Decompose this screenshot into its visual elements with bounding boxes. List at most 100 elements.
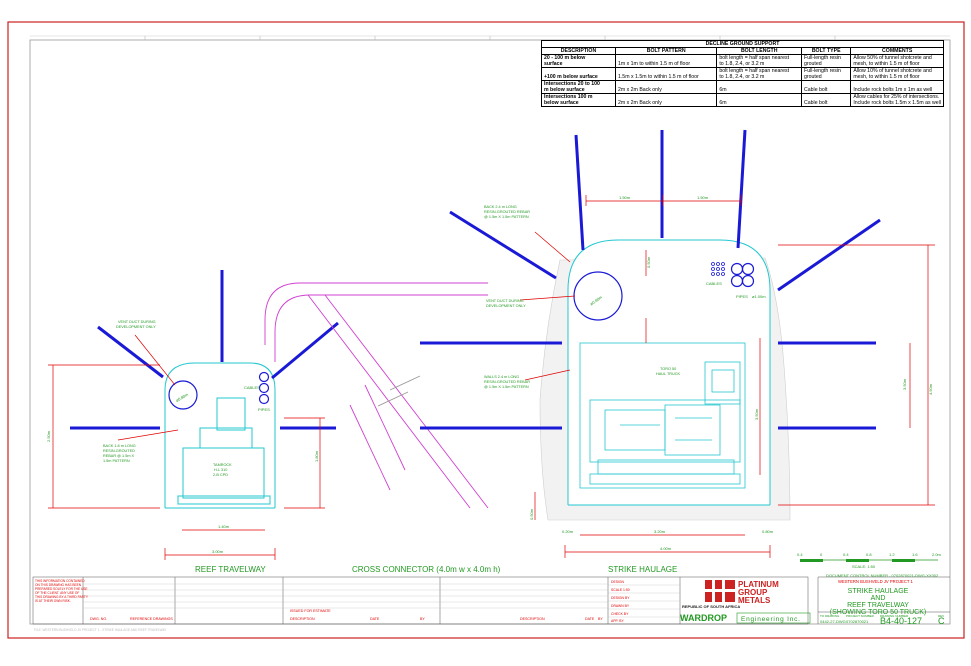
dim-floor-left: 0.20m <box>562 529 574 534</box>
dim-left-wall: 1.80m <box>314 450 319 462</box>
description-label-2: DESCRIPTION <box>520 617 545 621</box>
dim-side: 0.50m <box>529 508 534 520</box>
outer-frame <box>7 21 965 639</box>
project-number: 0702870021 <box>846 619 869 624</box>
walls-bolt-3: @ 1.5m X 1.5m PATTERN <box>484 385 529 389</box>
svg-text:1.6: 1.6 <box>912 552 918 557</box>
sign-design-by: DESIGN BY <box>611 596 630 600</box>
header-description: DESCRIPTION <box>541 47 616 55</box>
pipes-label-left: PIPES <box>258 407 270 412</box>
dim-spacing-2: 1.50m <box>697 195 709 200</box>
company-sub: Engineering Inc. <box>741 616 801 623</box>
dim-right-inner: 3.20m <box>654 529 666 534</box>
scale-bar: 0.4 0 0.4 0.8 1.2 1.6 2.0m SCALE: 1:50 <box>797 552 942 569</box>
dim-right-height: 4.50m <box>928 383 933 395</box>
dim-spacing-1: 1.50m <box>619 195 631 200</box>
table-header-row: DESCRIPTION BOLT PATTERN BOLT LENGTH BOL… <box>541 47 944 55</box>
doc-control-number: DOCUMENT CONTROL NUMBER - 0702870021-DWG… <box>826 573 939 578</box>
pipe-dia-right: ø1.00m <box>752 294 766 299</box>
reef-travelway-dimensions <box>48 334 325 560</box>
svg-text:0.4: 0.4 <box>797 552 803 557</box>
issued-label: ISSUED FOR ESTIMATE <box>290 609 331 613</box>
date-label-1: DATE <box>370 617 380 621</box>
confidential-2: ON THIS DRAWING HAS BEEN <box>35 583 82 587</box>
walls-bolt-2: RESIN-GROUTED REBAR <box>484 380 530 384</box>
svg-text:0: 0 <box>820 552 823 557</box>
vent-duct-left-2: DEVELOPMENT ONLY <box>116 325 156 329</box>
title-block <box>32 576 950 625</box>
revision: C <box>938 616 945 626</box>
sign-design: DESIGN <box>611 580 625 584</box>
confidential-3: PREPARED SOLELY FOR THE USE <box>35 587 88 591</box>
back-bolt-right-3: @ 1.5m X 1.5m PATTERN <box>484 215 529 219</box>
header-bolt-pattern: BOLT PATTERN <box>614 47 718 55</box>
back-bolt-right-2: RESIN-GROUTED REBAR <box>484 210 530 214</box>
project-title: WESTERN BUSHVELD JV PROJECT 1 <box>838 579 914 584</box>
confidential-1: THIS INFORMATION CONTAINED <box>35 579 85 583</box>
dim-left-inner: 1.40m <box>218 524 230 529</box>
cables-label-left: CABLES <box>244 385 260 390</box>
client-logo: PLATINUM GROUP METALS <box>705 580 779 605</box>
vent-duct-left-1: VENT DUCT DURING <box>118 320 156 324</box>
vent-duct-right-1: VENT DUCT DURING <box>486 299 524 303</box>
duct-dia-left: ø0.80m <box>175 392 190 403</box>
by-label-2: BY <box>598 617 603 621</box>
pipes-label-right: PIPES <box>736 294 748 299</box>
back-bolt-right-1: BACK 2.4 m LONG <box>484 205 517 209</box>
client-number: 0442-27-DWG <box>820 619 846 624</box>
reference-label: REFERENCE DRAWINGS <box>130 617 173 621</box>
company-name: WARDROP <box>680 613 727 623</box>
drawing-title-2: AND <box>871 595 886 602</box>
vent-duct-right-2: DEVELOPMENT ONLY <box>486 304 526 308</box>
cables-label-right: CABLES <box>706 281 722 286</box>
back-bolt-left-3: REBAR @ 1.5m X <box>103 454 135 458</box>
tamrock-3: 2-B CPD <box>213 473 228 477</box>
drawing-title-1: STRIKE HAULAGE <box>848 588 909 595</box>
country-label: REPUBLIC OF SOUTH AFRICA <box>682 604 740 609</box>
walls-bolt-1: WALLS 2.4 m LONG <box>484 375 519 379</box>
company-logo: WARDROP Engineering Inc. <box>680 612 811 624</box>
client-name-1: PLATINUM <box>738 580 779 589</box>
drawing-title-3: REEF TRAVELWAY <box>847 602 909 609</box>
strike-haulage-dimensions <box>519 195 935 558</box>
dim-left-width: 3.00m <box>212 549 224 554</box>
header-bolt-length: BOLT LENGTH <box>716 47 803 55</box>
client-name-3: METALS <box>738 596 771 605</box>
client-name-2: GROUP <box>738 588 768 597</box>
dim-left-height: 2.50m <box>46 430 51 442</box>
sign-drawn-by: DRAWN BY <box>611 604 630 608</box>
tamrock-1: TAMROCK <box>213 463 232 467</box>
date-label-2: DATE <box>585 617 595 621</box>
svg-text:DRAWING NUMBER: DRAWING NUMBER <box>880 614 909 618</box>
cross-connector <box>264 282 489 509</box>
reef-travelway-tunnel <box>164 362 276 509</box>
reef-travelway-bolts <box>70 270 339 430</box>
back-bolt-left-2: RESIN-GROUTED <box>103 449 135 453</box>
svg-text:0.8: 0.8 <box>866 552 872 557</box>
reef-travelway-label: REEF TRAVELWAY <box>195 565 266 574</box>
table-title: DECLINE GROUND SUPPORT <box>541 40 944 48</box>
toro-1: TORO 50 <box>660 367 676 371</box>
confidential-5: THIS DRAWING BY A THIRD PARTY <box>35 595 89 599</box>
strike-haulage-label: STRIKE HAULAGE <box>608 565 677 574</box>
table-row: +100 m below surface 1.5m x 1.5m to with… <box>541 67 944 81</box>
svg-text:TO DRAWING: TO DRAWING <box>820 614 840 618</box>
cross-connector-label: CROSS CONNECTOR (4.0m w x 4.0m h) <box>352 565 501 574</box>
svg-text:2.0m: 2.0m <box>932 552 942 557</box>
svg-text:REV: REV <box>938 614 944 618</box>
description-label-1: DESCRIPTION <box>290 617 315 621</box>
dim-floor-right: 0.80m <box>762 529 774 534</box>
strike-haulage-bolts <box>420 129 881 430</box>
svg-text:0.4: 0.4 <box>843 552 849 557</box>
scale-label: SCALE: 1:50 <box>852 564 876 569</box>
strike-haulage-tunnel <box>539 239 791 521</box>
footer-text: FILE: WESTERN BUSHVELD JV PROJECT 1 - ST… <box>34 628 167 632</box>
svg-text:1.2: 1.2 <box>889 552 895 557</box>
dim-right-wall: 3.50m <box>902 378 907 390</box>
sign-check-by: CHECK BY <box>611 612 629 616</box>
drawing-border <box>29 39 951 625</box>
